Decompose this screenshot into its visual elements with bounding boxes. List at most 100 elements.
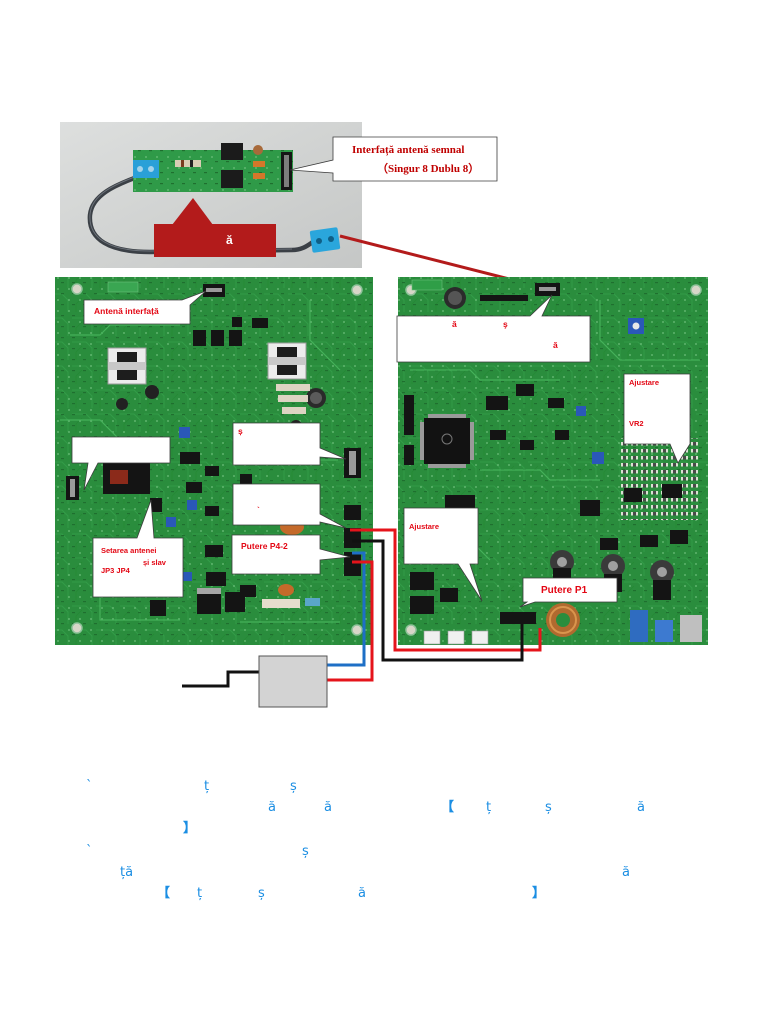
smd-chip xyxy=(548,398,564,408)
pin-header-row xyxy=(480,295,528,301)
note-bracket-close: 】 xyxy=(183,821,197,836)
antenna-interface-callout xyxy=(83,290,207,325)
red-banner-pointer xyxy=(172,198,213,225)
note-char: ă xyxy=(324,800,332,815)
pin-header-pins xyxy=(349,451,356,475)
black-input-wire xyxy=(182,670,259,688)
antenna-setting-line2: și slav xyxy=(143,558,166,567)
red-banner-box xyxy=(154,224,276,257)
s-callout-label: ș xyxy=(238,426,243,436)
adjust-vr2-line1: Ajustare xyxy=(629,378,660,387)
relay-marking xyxy=(110,470,128,484)
circuit-trace xyxy=(480,469,600,481)
smd-chip xyxy=(150,498,162,512)
circuit-trace xyxy=(70,324,180,336)
transformer-band xyxy=(108,362,146,370)
heatsink-screw xyxy=(557,557,567,567)
trimmer xyxy=(253,145,263,155)
right-top-callout-s: ş xyxy=(503,319,508,329)
smd-chip xyxy=(486,396,508,410)
smd-chip xyxy=(670,530,688,544)
black-power-wire xyxy=(352,539,524,662)
antenna-signal-subtitle: （Singur 8 Dublu 8） xyxy=(377,163,480,175)
circuit-trace xyxy=(410,369,560,381)
connector-screw xyxy=(328,236,334,242)
smd-component xyxy=(253,173,265,179)
ic-chip xyxy=(229,330,242,346)
power-transistor xyxy=(225,592,245,612)
mounting-hole xyxy=(71,622,83,634)
red-supply-wire xyxy=(327,560,374,682)
red-banner-callout xyxy=(154,198,276,257)
note-char: ă xyxy=(622,865,630,880)
smd-component xyxy=(253,161,265,167)
mounting-hole xyxy=(351,284,363,296)
toroid-coil-center xyxy=(556,613,570,627)
blank-callout xyxy=(71,436,171,491)
note-char: ț xyxy=(204,779,210,794)
note-char: ță xyxy=(120,865,134,880)
smd-chip xyxy=(624,488,642,502)
note-char: ă xyxy=(358,886,366,901)
white-connector xyxy=(447,630,465,645)
film-capacitor xyxy=(655,620,673,642)
adjust-label: Ajustare xyxy=(409,522,440,531)
circuit-trace xyxy=(599,300,700,361)
connector-screw xyxy=(316,238,322,244)
right-top-callout-a1: ă xyxy=(452,319,457,329)
antenna-signal-callout xyxy=(289,136,498,182)
blue-terminal-block xyxy=(133,160,159,178)
power-resistor xyxy=(282,407,306,414)
ic-chip xyxy=(193,330,206,346)
note-bracket-close: 】 xyxy=(532,886,546,901)
arrow-shaft xyxy=(339,234,526,285)
antenna-setting-line3: JP3 JP4 xyxy=(101,566,130,575)
note-char: ș xyxy=(545,800,552,815)
resistor xyxy=(175,160,201,167)
power-wiring xyxy=(182,528,542,708)
note-char: ș xyxy=(302,844,309,859)
smd-chip xyxy=(180,452,200,464)
antenna-input-connector-pins xyxy=(539,287,556,291)
component-column xyxy=(404,445,414,465)
resistor-band xyxy=(181,160,184,167)
power-transistor xyxy=(553,568,571,578)
trimmer-potentiometer xyxy=(183,572,192,581)
heatsink-screw xyxy=(608,561,618,571)
mounting-hole xyxy=(405,624,417,636)
trimmer-potentiometer xyxy=(187,500,197,510)
regulator xyxy=(410,596,434,614)
s-callout xyxy=(232,422,347,466)
trimmer-potentiometer xyxy=(179,427,190,438)
board-sticker xyxy=(107,281,139,293)
electrolytic-capacitor xyxy=(116,398,128,410)
note-char: ț xyxy=(486,800,492,815)
regulator xyxy=(410,572,434,590)
toroid-coil-winding xyxy=(549,606,577,634)
note-char: ă xyxy=(637,800,645,815)
power-transistor xyxy=(150,600,166,616)
ic-chip xyxy=(232,317,242,327)
adjust-vr2-line2: VR2 xyxy=(629,419,644,428)
white-connector xyxy=(423,630,441,645)
power-resistor xyxy=(278,395,308,402)
resistor-network xyxy=(618,438,700,520)
mounting-hole xyxy=(71,283,83,295)
smd-chip xyxy=(555,430,569,440)
smd-chip xyxy=(205,545,223,557)
smd-chip xyxy=(240,474,252,486)
antenna-interface-board-photo xyxy=(60,122,362,268)
inductor xyxy=(221,170,243,188)
trimmer-potentiometer xyxy=(592,452,604,464)
grave-callout-label: ` xyxy=(257,505,260,515)
power-p1-callout xyxy=(519,577,618,608)
pin-header xyxy=(344,505,361,520)
toroid-inductor xyxy=(278,584,294,596)
heatsink-screw xyxy=(657,567,667,577)
power-resistor xyxy=(276,384,310,391)
pin-header xyxy=(344,528,361,548)
power-p4-2-callout xyxy=(231,534,351,575)
note-char: ț xyxy=(197,886,203,901)
antenna-setting-line1: Setarea antenei xyxy=(101,546,157,555)
note-char: ș xyxy=(258,886,265,901)
